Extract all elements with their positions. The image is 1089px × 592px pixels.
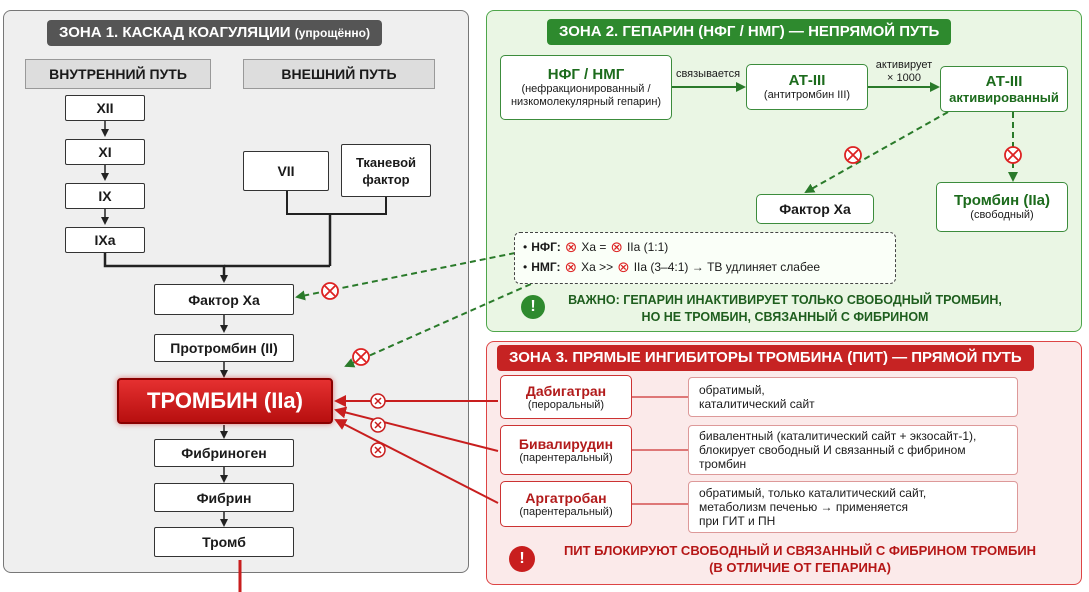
dti-warning-line2: (В ОТЛИЧИЕ ОТ ГЕПАРИНА) [709,560,891,575]
desc-line: обратимый, только каталитический сайт, [699,486,927,500]
drug-name: Дабигатран [525,382,607,399]
factor-xa-heparin: Фактор Xa [756,194,874,224]
drug-name: Аргатробан [525,489,607,506]
heparin-important-line1: ВАЖНО: ГЕПАРИН ИНАКТИВИРУЕТ ТОЛЬКО СВОБО… [568,293,1002,307]
ufh-ratio-b: IIa (1:1) [626,240,669,254]
activates-multiplier: × 1000 [887,72,921,84]
at3-title: АТ-III [788,72,826,89]
drug-name: Бивалирудин [518,435,614,452]
zone3-title: ЗОНА 3. ПРЯМЫЕ ИНГИБИТОРЫ ТРОМБИНА (ПИТ)… [497,345,1034,371]
ufh-ratio-a: Xa = [581,240,607,254]
at3-box: АТ-III (антитромбин III) [746,64,868,110]
block-icon: ⊗ [564,259,578,276]
factor-ixa: IXa [65,227,145,253]
drug-description: бивалентный (каталитический сайт + экзос… [688,425,1018,475]
factor-xa-heparin-label: Фактор Xa [779,201,851,217]
heparin-box: НФГ / НМГ (нефракционированный / низкомо… [500,55,672,120]
desc-line: бивалентный (каталитический сайт + экзос… [699,429,977,443]
prothrombin: Протромбин (II) [154,334,294,362]
desc-line: блокирует свободный И связанный с фибрин… [699,443,966,457]
free-thrombin-subtitle: (свободный) [970,209,1034,221]
fibrin: Фибрин [154,483,294,512]
factor-xa-cascade: Фактор Xa [154,284,294,315]
heparin-important-line2: НО НЕ ТРОМБИН, СВЯЗАННЫЙ С ФИБРИНОМ [641,310,929,324]
binds-label: связывается [675,68,741,80]
desc-line: метаболизм печенью → применяется [699,500,908,514]
extrinsic-pathway-label: ВНЕШНИЙ ПУТЬ [243,59,435,89]
thrombin-box: ТРОМБИН (IIa) [117,378,333,424]
at3-activated-subtitle: активированный [949,90,1059,105]
drug-dabigatran: Дабигатран (пероральный) [500,375,632,419]
lmwh-label: НМГ: [531,260,561,274]
lmwh-ratio-a: Xa >> [581,260,614,274]
free-thrombin-box: Тромбин (IIa) (свободный) [936,182,1068,232]
heparin-important-note: ВАЖНО: ГЕПАРИН ИНАКТИВИРУЕТ ТОЛЬКО СВОБО… [550,292,1020,326]
at3-activated-title: АТ-III [985,73,1023,90]
dti-warning-line1: ПИТ БЛОКИРУЮТ СВОБОДНЫЙ И СВЯЗАННЫЙ С ФИ… [563,543,1037,558]
factor-vii: VII [243,151,329,191]
lmwh-ratio-line: •НМГ: ⊗ Xa >> ⊗ IIa (3–4:1) → ТВ удлиняе… [523,259,821,276]
lmwh-ratio-b: IIa (3–4:1) → ТВ удлиняет слабее [633,260,821,274]
tissue-factor: Тканевой фактор [341,144,431,197]
drug-bivalirudin: Бивалирудин (парентеральный) [500,425,632,475]
at3-subtitle: (антитромбин III) [763,89,851,101]
desc-line: обратимый, [699,383,765,397]
drug-route: (пероральный) [527,398,605,411]
factor-xii: XII [65,95,145,121]
exclamation-icon: ! [521,295,545,319]
drug-description: обратимый, каталитический сайт [688,377,1018,417]
drug-argatroban: Аргатробан (парентеральный) [500,481,632,527]
zone1-title-note: (упрощённо) [294,26,370,40]
dti-warning: ПИТ БЛОКИРУЮТ СВОБОДНЫЙ И СВЯЗАННЫЙ С ФИ… [540,542,1060,576]
ufh-label: НФГ: [531,240,561,254]
free-thrombin-title: Тромбин (IIa) [954,192,1050,209]
exclamation-icon: ! [509,546,535,572]
block-icon: ⊗ [610,239,623,256]
drug-desc-connectors [632,396,688,505]
fibrinogen: Фибриноген [154,439,294,467]
factor-ix: IX [65,183,145,209]
drug-route: (парентеральный) [519,451,613,464]
zone1-title: ЗОНА 1. КАСКАД КОАГУЛЯЦИИ (упрощённо) [47,20,382,46]
factor-xi: XI [65,139,145,165]
desc-line: каталитический сайт [699,397,815,411]
desc-line: при ГИТ и ПН [699,514,776,528]
block-icon: ⊗ [564,239,578,256]
drug-route: (парентеральный) [519,505,613,518]
activates-text: активирует [875,59,933,71]
heparin-subtitle: (нефракционированный / низкомолекулярный… [510,83,662,108]
activates-label: активирует × 1000 [868,59,940,85]
zone2-title: ЗОНА 2. ГЕПАРИН (НФГ / НМГ) — НЕПРЯМОЙ П… [547,19,952,45]
intrinsic-pathway-label: ВНУТРЕННИЙ ПУТЬ [25,59,211,89]
zone1-title-text: ЗОНА 1. КАСКАД КОАГУЛЯЦИИ [59,24,291,41]
ufh-ratio-line: •НФГ: ⊗ Xa = ⊗ IIa (1:1) [523,239,669,256]
heparin-ratio-note: •НФГ: ⊗ Xa = ⊗ IIa (1:1) •НМГ: ⊗ Xa >> ⊗… [514,232,896,284]
desc-line: тромбин [699,457,747,471]
block-icon: ⊗ [617,259,630,276]
at3-activated-box: АТ-III активированный [940,66,1068,112]
heparin-title: НФГ / НМГ [547,66,625,83]
thrombus: Тромб [154,527,294,557]
drug-description: обратимый, только каталитический сайт, м… [688,481,1018,533]
